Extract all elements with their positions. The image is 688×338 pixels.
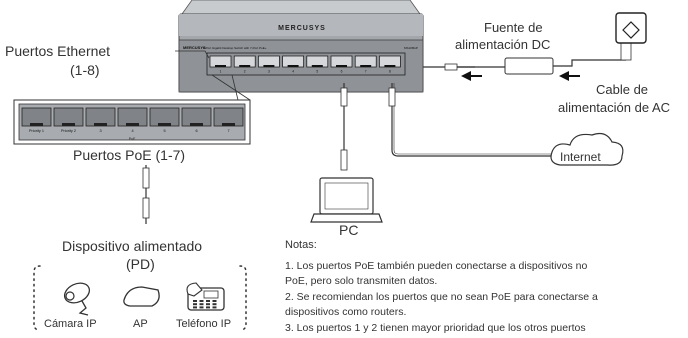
priority-label: Priority 1 [29, 129, 44, 133]
notes-line: PoE, pero solo transmiten datos. [285, 275, 438, 287]
ethernet-ports-label: Puertos Ethernet [5, 43, 111, 59]
switch-top-band [179, 14, 423, 36]
notes-line: dispositivos como routers. [285, 306, 407, 318]
power-adapter-icon [423, 42, 632, 75]
dc-plug [444, 63, 458, 71]
switch-front-brand: MERCUSYS [183, 45, 206, 50]
ethernet-plug-icon [340, 87, 348, 107]
notes-title: Notas: [285, 239, 317, 251]
priority-label: Priority 2 [61, 129, 76, 133]
adapter-brick [504, 57, 554, 75]
pd-bracket-right [239, 265, 247, 331]
notes-line: 3. Los puertos 1 y 2 tienen mayor priori… [285, 322, 586, 334]
switch-port-number: 1 [220, 70, 222, 74]
switch-port-number: 4 [292, 70, 294, 74]
switch-port-number: 2 [244, 70, 246, 74]
pd-label-line2: (PD) [126, 256, 155, 272]
switch-model-tag: MS108GP [404, 46, 418, 50]
poe-zoom-panel: Priority 1 Priority 2 3 4 5 6 7 PoE [13, 99, 251, 145]
poe-zoom-port-number: 7 [227, 129, 229, 133]
ethernet-plug-icon [388, 87, 396, 107]
ip-phone-icon [186, 282, 225, 311]
arrow-left-icon [461, 71, 482, 81]
poe-zoom-port-number: 4 [131, 129, 133, 133]
poe-zoom-port-number: 3 [99, 129, 101, 133]
pc-cable [340, 83, 348, 171]
poe-zoom-mark: PoE [129, 137, 136, 141]
power-supply-label-line2: alimentación DC [455, 37, 551, 52]
pd-label-line1: Dispositivo alimentado [62, 238, 203, 254]
switch-port-number: 5 [316, 70, 318, 74]
ac-cable-label-line2: alimentación de AC [558, 100, 671, 115]
ap-label: AP [133, 318, 148, 330]
cloud-icon [550, 132, 624, 166]
ip-camera-icon [63, 282, 91, 316]
ac-cable-label-line1: Cable de [596, 82, 649, 97]
switch-brand-top: MERCUSYS [278, 25, 326, 32]
laptop-icon [310, 177, 383, 223]
poe-zoom-port-row: Priority 1 Priority 2 3 4 5 6 7 [21, 107, 244, 133]
ethernet-plug-icon [340, 149, 348, 171]
switch-port-number: 6 [341, 70, 343, 74]
ethernet-plug-icon [142, 197, 150, 219]
switch-front-model: 8-Port Gigabit Desktop Switch with 7-Por… [203, 46, 267, 50]
outlet-icon [615, 12, 647, 44]
pd-cable [142, 165, 150, 224]
switch-port-number: 3 [268, 70, 270, 74]
poe-ports-label: Puertos PoE (1-7) [73, 147, 186, 163]
zoom-leader-right [231, 74, 239, 101]
ethernet-leader-line [175, 50, 210, 59]
zoom-leader-left [211, 74, 251, 101]
ip-camera-label: Cámara IP [44, 318, 97, 330]
switch-top-face [181, 0, 421, 15]
ethernet-plug-icon [142, 167, 150, 189]
notes-line: 1. Los puertos PoE también pueden conect… [285, 260, 588, 272]
notes-line: 2. Se recomiendan los puertos que no sea… [285, 291, 598, 303]
poe-zoom-port-number: 6 [195, 129, 197, 133]
switch-device: MERCUSYS MERCUSYS 8-Port Gigabit Desktop… [178, 0, 424, 93]
pc-label: PC [339, 222, 359, 238]
access-point-icon [123, 286, 160, 307]
switch-port-bay [206, 52, 406, 76]
ip-phone-label: Teléfono IP [176, 318, 232, 330]
switch-port-number: 7 [365, 70, 367, 74]
ac-cable [553, 59, 626, 67]
internet-label: Internet [560, 150, 601, 164]
switch-port-number: 8 [389, 70, 391, 74]
ac-plug [620, 42, 632, 61]
power-supply-label-line1: Fuente de [484, 20, 543, 35]
switch-port-row: 1 2 3 4 5 6 7 8 [209, 55, 401, 74]
arrow-left-icon [559, 71, 580, 81]
internet-cable [388, 83, 556, 157]
pd-bracket-left [33, 265, 41, 331]
poe-zoom-port-number: 5 [163, 129, 165, 133]
ethernet-ports-range: (1-8) [70, 62, 100, 78]
